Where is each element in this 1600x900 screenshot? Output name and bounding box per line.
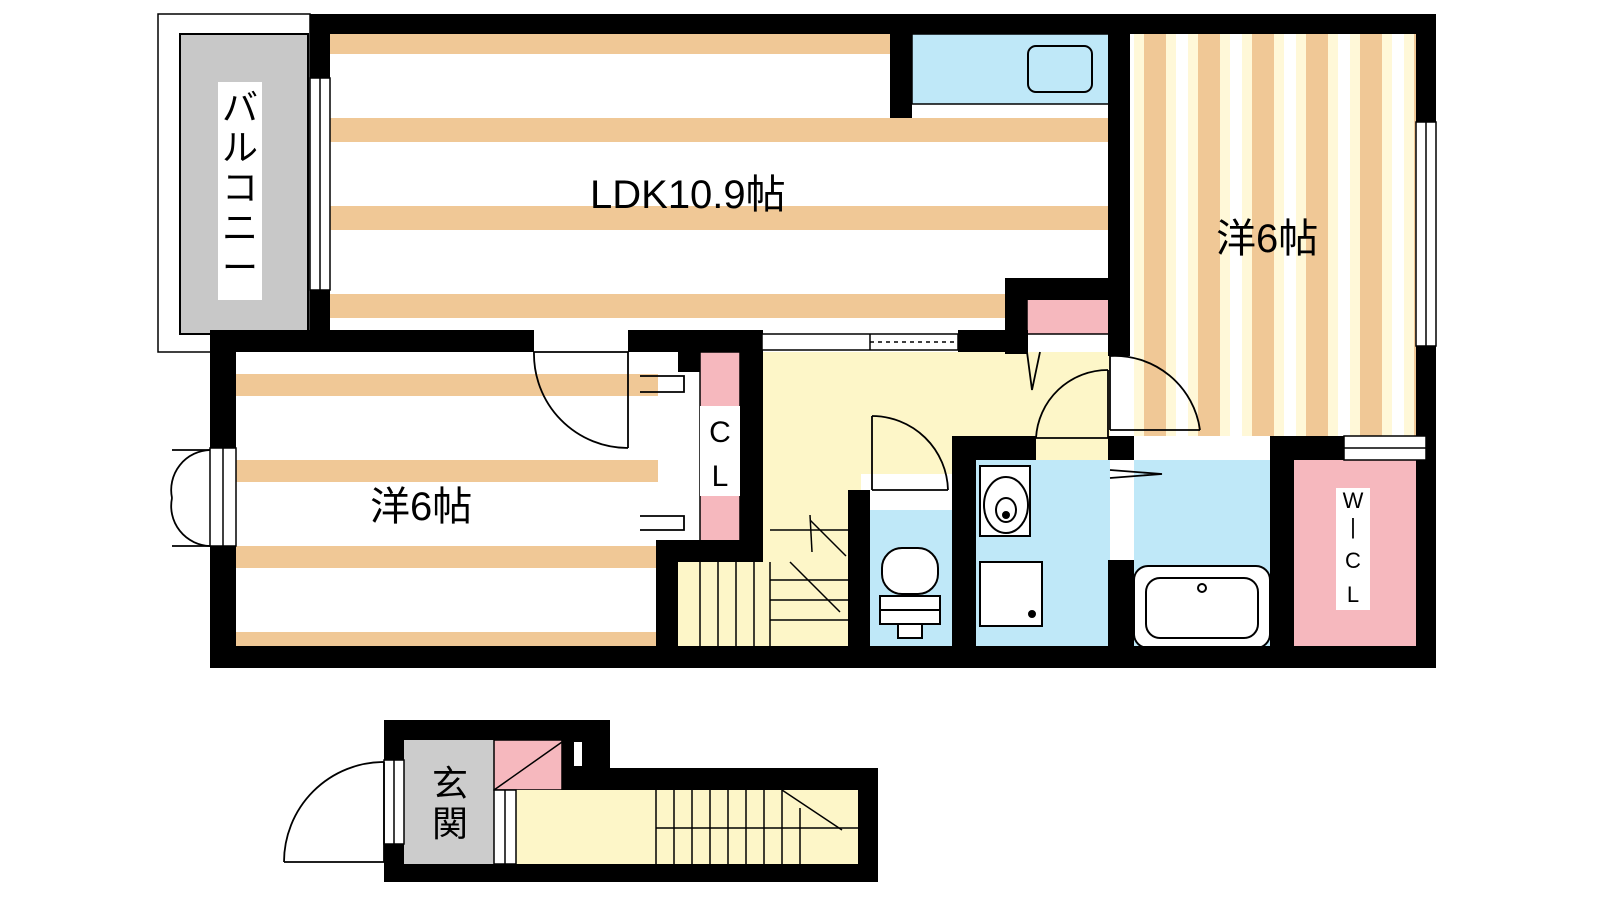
- balcony-label-text-char: バ: [222, 87, 258, 128]
- western-right-label: 洋6帖: [1216, 217, 1318, 261]
- entrance-floor: [383, 720, 878, 882]
- western-left-label: 洋6帖: [370, 485, 472, 529]
- door-western-left: [533, 351, 629, 449]
- western-left-floor: [236, 352, 658, 652]
- closet-label: C L: [700, 406, 740, 496]
- room-labels: LDK10.9帖 洋6帖 洋6帖 バルコニー C L W | C L 玄関: [218, 82, 1370, 844]
- stair-floor: [678, 562, 848, 652]
- hall-floor: [763, 352, 1110, 474]
- entrance-door: [283, 761, 385, 863]
- western-right-floor: [1130, 34, 1430, 436]
- wic-label-bar: |: [1350, 514, 1356, 539]
- wic-label-l: L: [1347, 582, 1359, 607]
- walls: [210, 14, 1436, 668]
- fixtures: [879, 465, 1271, 649]
- ldk-label: LDK10.9帖: [590, 173, 786, 217]
- windows: [209, 77, 1437, 547]
- closet-label-l: L: [712, 460, 729, 493]
- sink-icon: [1027, 45, 1093, 93]
- stairs-main: [699, 514, 848, 652]
- shelf-floor: [1026, 297, 1114, 335]
- stairs-entrance: [655, 789, 858, 864]
- entrance-label-text-char: 玄: [432, 763, 468, 804]
- balcony-label-text: バルコニー: [222, 87, 258, 288]
- balcony-label-text-char: ル: [222, 127, 258, 168]
- balcony-label-text-char: ニ: [222, 207, 258, 248]
- entrance-label-text: 玄関: [432, 763, 468, 844]
- wash-basin-icon: [979, 465, 1031, 537]
- washing-machine-icon: [979, 561, 1043, 627]
- wic-label-w: W: [1343, 488, 1364, 513]
- balcony-label-text-char: ー: [222, 247, 258, 288]
- main-floor: [236, 33, 1430, 652]
- entrance-label: 玄関: [432, 763, 468, 844]
- wic-label-c: C: [1345, 548, 1361, 573]
- closet-doors: [640, 351, 1163, 531]
- closet-label-c: C: [709, 416, 731, 449]
- wic-label: W | C L: [1336, 488, 1370, 610]
- doors: [170, 351, 1201, 547]
- toilet-icon: [879, 547, 941, 639]
- door-washroom: [1035, 369, 1109, 439]
- balcony-doors: [170, 449, 211, 547]
- bathtub-icon: [1133, 565, 1271, 649]
- door-western-right: [1109, 355, 1201, 431]
- kitchen-counter: [911, 33, 1111, 105]
- balcony-label-text-char: コ: [222, 167, 258, 208]
- balcony-label: バルコニー: [218, 82, 262, 300]
- door-toilet: [871, 415, 949, 491]
- entrance-label-text-char: 関: [432, 803, 468, 844]
